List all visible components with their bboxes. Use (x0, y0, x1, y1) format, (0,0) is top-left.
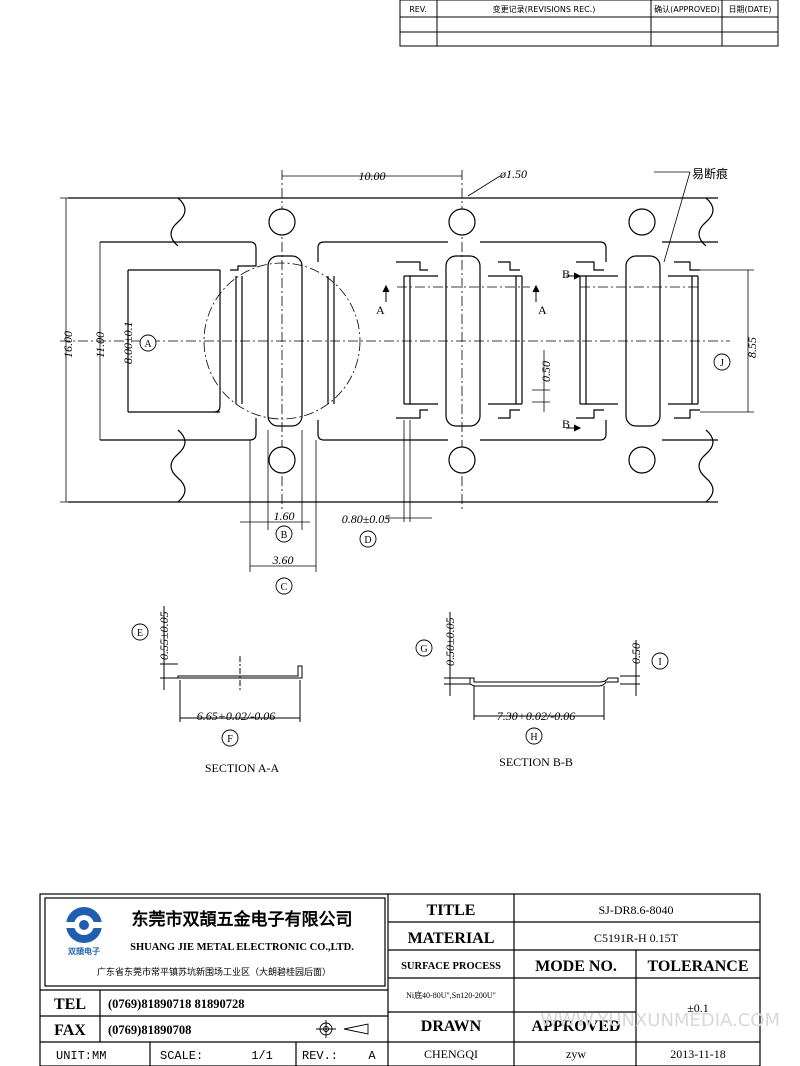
section-bb-length: 7.30+0.02/-0.06 (497, 709, 575, 723)
fax-label: FAX (54, 1022, 86, 1039)
section-b-bottom: B (562, 417, 570, 431)
surface-label: SURFACE PROCESS (401, 961, 501, 972)
section-bb-title: SECTION B-B (499, 755, 573, 769)
mode-label: MODE NO. (535, 958, 617, 975)
approved-label: APPROVED (532, 1018, 621, 1035)
section-bb-dims: 0.50±0.05 0.50 7.30+0.02/-0.06 (443, 617, 643, 723)
callout-d: D (364, 535, 371, 546)
slot-050-dim: 0.50 (539, 361, 553, 382)
title-block-frame (39, 893, 761, 1066)
watermark: WWW.YUNXUNMEDIA.COM (540, 1010, 780, 1031)
section-aa-title: SECTION A-A (205, 761, 280, 775)
callout-g: G (420, 644, 427, 655)
callouts (131, 334, 731, 747)
drawn-label: DRAWN (421, 1018, 482, 1035)
callout-i: I (658, 657, 661, 668)
tel-value: (0769)81890718 81890728 (108, 997, 244, 1011)
callout-j: J (720, 358, 724, 369)
d360-dim: 3.60 (272, 553, 294, 567)
rev-header: REV. (409, 5, 427, 14)
pitch-dim: 10.00 (359, 169, 386, 183)
company-name-en: SHUANG JIE METAL ELECTRONIC CO.,LTD. (130, 942, 354, 953)
section-bb-drawing (444, 612, 640, 720)
d080-dim: 0.80±0.05 (342, 512, 391, 526)
approved-header: 确认(APPROVED) (654, 4, 720, 14)
unit-label: UNIT:MM (56, 1049, 106, 1063)
company-name-cn: 东莞市双頡五金电子有限公司 (132, 909, 353, 930)
section-aa-dims: 0.55±0.05 6.65+0.02/-0.06 (157, 611, 275, 723)
scale-label: SCALE: (160, 1049, 203, 1063)
drawn-value: CHENGQI (424, 1047, 478, 1061)
material-label: MATERIAL (408, 930, 495, 947)
logo-text: 双頡电子 (68, 946, 100, 956)
callout-h: H (530, 732, 537, 743)
width-11-dim: 11.00 (93, 332, 107, 358)
callout-letters: A B C D J E F G I H (137, 339, 724, 745)
surface-value: Ni底40-80U",Sn120-200U" (406, 990, 496, 1000)
width-8-dim: 8.00±0.1 (121, 321, 135, 364)
callout-e: E (137, 628, 143, 639)
material-value: C5191R-H 0.15T (594, 931, 679, 945)
rev-label: REV.: (302, 1049, 338, 1063)
tel-label: TEL (54, 996, 86, 1013)
scale-value: 1/1 (251, 1049, 273, 1063)
callout-a: A (144, 339, 152, 350)
callout-f: F (227, 734, 233, 745)
title-label: TITLE (427, 902, 476, 919)
section-aa-length: 6.65+0.02/-0.06 (197, 709, 275, 723)
width-855-dim: 8.55 (745, 337, 759, 358)
pilot-holes (268, 208, 656, 474)
approved-value: zyw (566, 1047, 586, 1061)
strip-outline (68, 197, 718, 503)
section-bb-offset: 0.50 (629, 643, 643, 664)
dimension-lines (60, 171, 754, 572)
section-letters: A A B B (376, 267, 570, 431)
projection-symbol-icon (316, 1020, 369, 1038)
dimension-texts: 10.00 ø1.50 易断痕 16.00 11.00 8.00±0.1 8.5… (61, 166, 759, 567)
section-bb-thickness: 0.50±0.05 (443, 617, 457, 666)
tolerance-label: TOLERANCE (647, 958, 748, 975)
company-address: 广东省东莞市常平镇苏坑新围场工业区（大朗碧桂园后面） (97, 966, 331, 978)
width-16-dim: 16.00 (61, 331, 75, 358)
rev-value: A (368, 1049, 376, 1063)
section-aa-drawing (160, 606, 303, 722)
revision-table (399, 0, 779, 47)
fax-value: (0769)81890708 (108, 1023, 191, 1037)
title-value: SJ-DR8.6-8040 (598, 903, 673, 917)
date-value: 2013-11-18 (670, 1047, 726, 1061)
section-b-top: B (562, 267, 570, 281)
date-header: 日期(DATE) (728, 5, 771, 14)
tolerance-value: ±0.1 (687, 1001, 709, 1015)
section-a-left: A (376, 303, 385, 317)
hole-dia-dim: ø1.50 (499, 167, 527, 181)
d160-dim: 1.60 (274, 509, 295, 523)
section-aa-thickness: 0.55±0.05 (157, 611, 171, 660)
company-logo (66, 907, 102, 943)
section-a-right: A (538, 303, 547, 317)
callout-b: B (281, 530, 288, 541)
break-mark-label: 易断痕 (692, 166, 728, 181)
section-arrows (382, 272, 582, 432)
callout-c: C (281, 582, 288, 593)
revisions-header: 变更记录(REVISIONS REC.) (493, 4, 596, 14)
